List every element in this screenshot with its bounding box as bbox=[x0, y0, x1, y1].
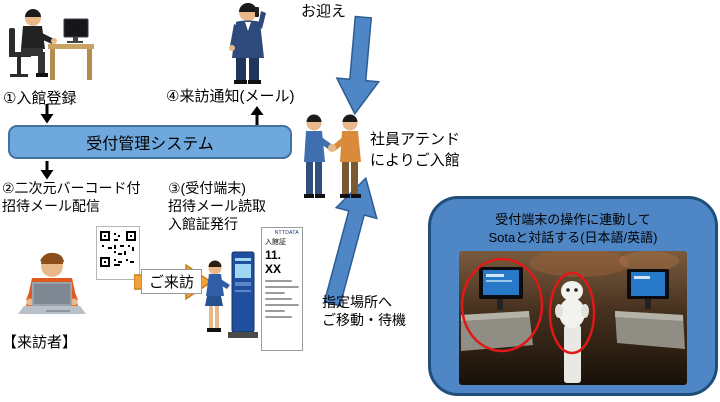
label-step3-line3: 入館証発行 bbox=[168, 216, 238, 232]
badge-fineprint-line bbox=[265, 310, 286, 312]
label-step2-line1: ②二次元バーコード付 bbox=[2, 180, 141, 196]
label-step1-entry-registration: ①入館登録 bbox=[3, 90, 77, 107]
label-step4-visit-notification: ④来訪通知(メール) bbox=[166, 88, 295, 105]
badge-fineprint-line bbox=[265, 298, 293, 300]
sota-box-line2: Sotaと対話する(日本語/英語) bbox=[488, 230, 658, 245]
badge-fineprint-line bbox=[265, 316, 293, 318]
label-visit-arrow: ご来訪 bbox=[141, 269, 203, 294]
label-visitor-caption: 【来訪者】 bbox=[2, 334, 78, 351]
badge-brand: NTTDATA bbox=[274, 230, 299, 236]
handshake-illustration bbox=[304, 114, 361, 198]
employee-pc-illustration bbox=[9, 9, 94, 80]
badge-fineprint-line bbox=[265, 292, 286, 294]
sota-photo-illustration bbox=[459, 251, 687, 385]
badge-title: 入館証 bbox=[265, 239, 286, 246]
label-attend-line2: によりご入館 bbox=[370, 152, 460, 169]
arrow-system-to-step2 bbox=[40, 161, 54, 180]
qr-code-card bbox=[96, 226, 140, 280]
arrow-system-to-step4 bbox=[250, 106, 264, 125]
reception-system-label: 受付管理システム bbox=[86, 136, 214, 153]
reception-system-bar: 受付管理システム bbox=[8, 125, 292, 159]
reception-kiosk-illustration bbox=[205, 251, 258, 338]
label-attend-line1: 社員アテンド bbox=[370, 131, 461, 148]
badge-number: 11. XX bbox=[265, 248, 282, 276]
badge-fineprint-line bbox=[265, 304, 299, 306]
arrow-greeting-down bbox=[335, 15, 381, 116]
label-greeting: お迎え bbox=[301, 3, 347, 20]
label-wait-line1: 指定場所へ bbox=[322, 294, 392, 310]
sota-box-line1: 受付端末の操作に連動して bbox=[495, 212, 651, 227]
badge-fineprint-line bbox=[265, 280, 293, 282]
entry-badge-card: NTTDATA 入館証 11. XX bbox=[261, 227, 303, 351]
employee-phone-illustration bbox=[229, 3, 266, 84]
label-step2-line2: 招待メール配信 bbox=[2, 198, 100, 214]
sota-photo bbox=[459, 251, 687, 385]
visitor-laptop-illustration bbox=[18, 252, 86, 314]
label-step3-line1: ③(受付端末) bbox=[168, 180, 246, 196]
label-step3-line2: 招待メール読取 bbox=[168, 198, 266, 214]
arrow-move-up bbox=[323, 176, 378, 307]
badge-fineprint-line bbox=[265, 286, 299, 288]
label-wait-line2: ご移動・待機 bbox=[322, 312, 406, 328]
arrow-step1-to-system bbox=[40, 104, 54, 124]
qr-code-icon bbox=[100, 231, 136, 267]
sota-info-box: 受付端末の操作に連動して Sotaと対話する(日本語/英語) bbox=[428, 196, 718, 396]
